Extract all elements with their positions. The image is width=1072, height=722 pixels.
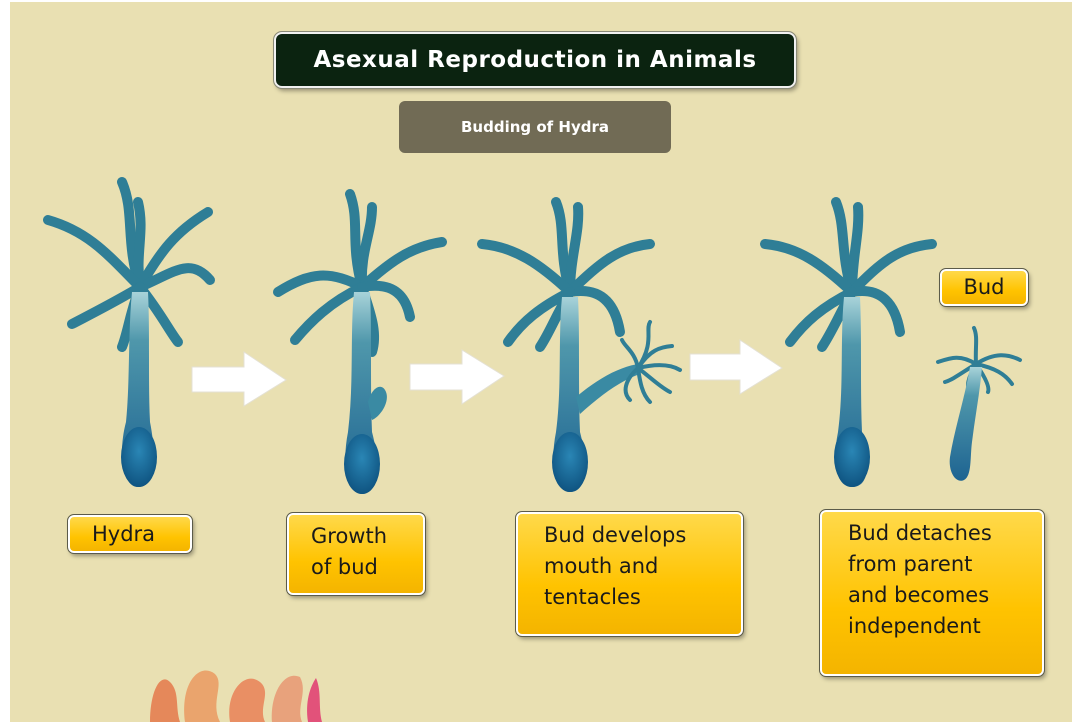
slide: Asexual Reproduction in Animals Budding … — [10, 2, 1072, 722]
hydra-stage-2 — [278, 194, 442, 494]
stage-label-growth-of-bud: Growth of bud — [287, 513, 425, 595]
arrow-1 — [192, 352, 286, 406]
decorative-coral-shape — [150, 671, 322, 722]
arrow-3 — [690, 340, 782, 394]
stage-label-bud-develops: Bud develops mouth and tentacles — [516, 512, 743, 636]
arrow-2 — [410, 350, 504, 404]
stage-label-hydra: Hydra — [68, 515, 192, 553]
detached-bud — [938, 328, 1020, 481]
hydra-stage-4 — [765, 202, 932, 487]
hydra-stage-3 — [482, 202, 680, 492]
stage-label-bud-detaches: Bud detaches from parent and becomes ind… — [820, 510, 1044, 676]
bud-label: Bud — [940, 269, 1028, 306]
hydra-stage-1 — [48, 182, 210, 487]
